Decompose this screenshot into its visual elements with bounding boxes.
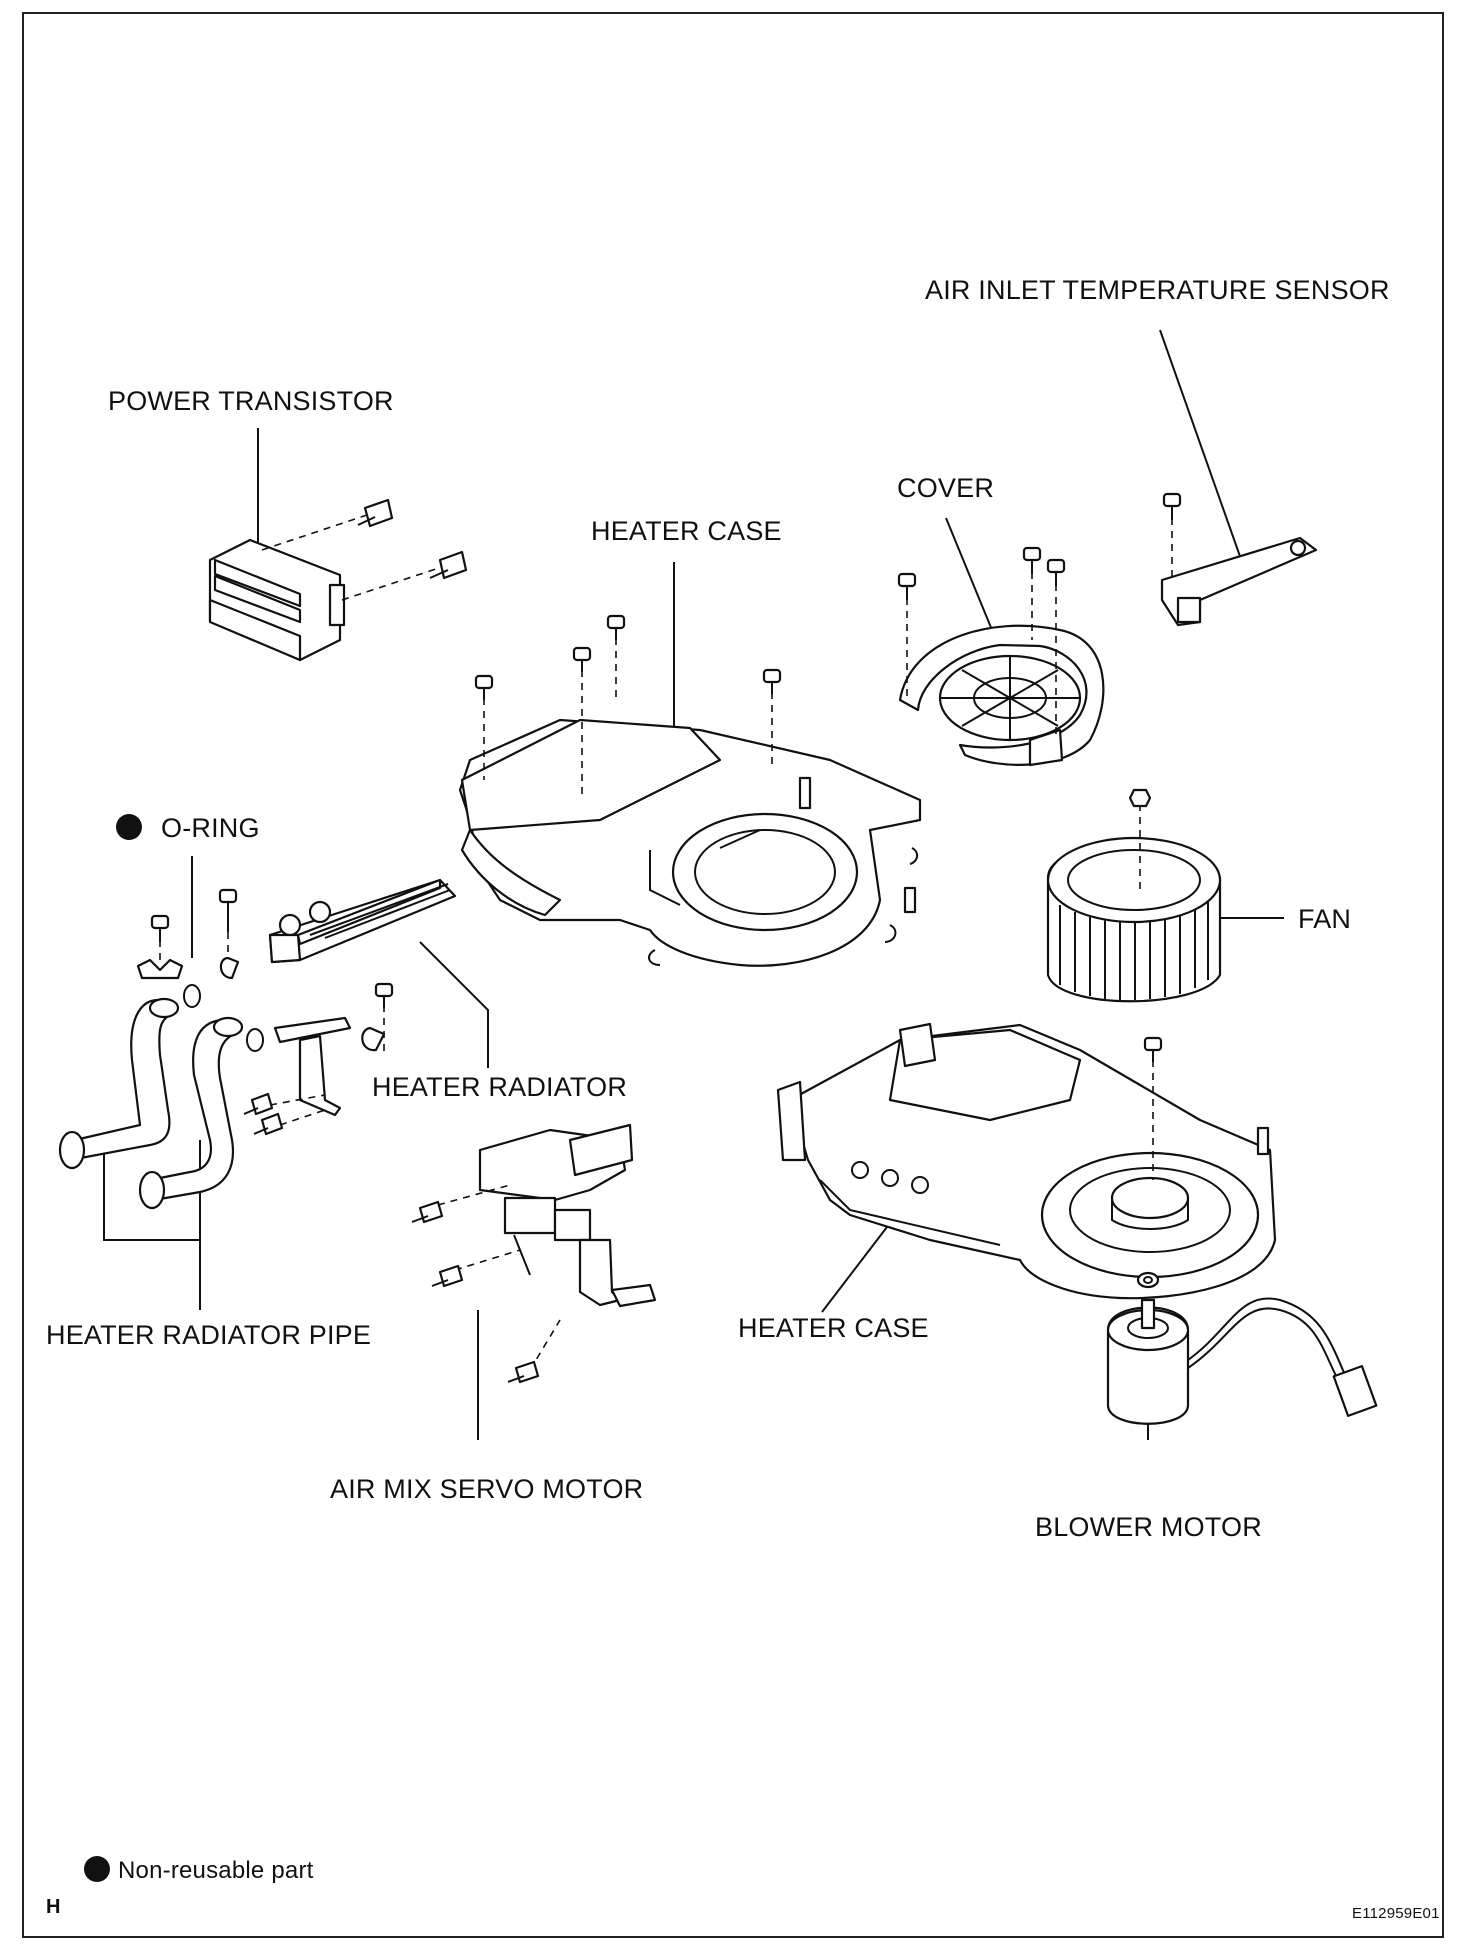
label-fan: FAN — [1298, 904, 1352, 934]
screw-icon — [429, 550, 468, 580]
screw-icon — [411, 1200, 444, 1224]
clip-icon — [648, 847, 918, 966]
screw-icon — [474, 674, 494, 700]
screw-icon — [374, 982, 394, 1008]
heater-radiator-pipe-part — [58, 997, 244, 1210]
label-cover: COVER — [897, 473, 995, 503]
label-heater-radiator: HEATER RADIATOR — [372, 1072, 628, 1102]
filled-circle-icon — [84, 1856, 110, 1882]
heater-radiator-part — [268, 878, 457, 1055]
radiator-bracket-part — [269, 1016, 352, 1126]
heater-case-lower-part — [776, 1022, 1277, 1300]
screw-icon — [1046, 558, 1066, 586]
washer-icon — [1136, 1271, 1160, 1289]
air-inlet-temperature-sensor-part — [1160, 518, 1318, 627]
pipe-clamp-icon — [136, 932, 386, 1052]
screw-icon — [431, 1264, 464, 1288]
diagram-frame — [22, 12, 1444, 1938]
label-heater-case-lower: HEATER CASE — [738, 1313, 929, 1343]
screw-icon — [762, 668, 782, 694]
nut-icon — [1128, 788, 1152, 808]
section-letter: H — [46, 1896, 61, 1918]
label-blower-motor: BLOWER MOTOR — [1035, 1512, 1262, 1542]
label-air-inlet-temperature-sensor: AIR INLET TEMPERATURE SENSOR — [925, 275, 1390, 305]
screw-icon — [606, 614, 626, 640]
screw-icon — [897, 572, 917, 600]
heater-case-upper-part — [458, 638, 922, 967]
screw-icon — [507, 1360, 540, 1384]
legend-non-reusable: Non-reusable part — [84, 1856, 314, 1885]
label-air-mix-servo-motor: AIR MIX SERVO MOTOR — [330, 1474, 644, 1504]
blower-motor-part — [1106, 1297, 1378, 1425]
air-mix-servo-motor-part — [437, 1123, 657, 1371]
figure-code: E112959E01 — [1352, 1905, 1440, 1922]
screw-icon — [357, 498, 394, 528]
cover-part — [898, 572, 1105, 767]
screw-icon — [1022, 546, 1042, 574]
screw-icon — [150, 914, 170, 942]
label-heater-case-upper: HEATER CASE — [591, 516, 782, 546]
label-heater-radiator-pipe: HEATER RADIATOR PIPE — [46, 1320, 372, 1350]
screw-icon — [1162, 492, 1182, 520]
screw-icon — [1143, 1036, 1163, 1062]
o-ring-icon — [183, 984, 264, 1052]
screw-icon — [218, 888, 238, 932]
screw-icon — [253, 1112, 284, 1136]
non-reusable-marker-icon — [116, 814, 142, 840]
fan-part — [1046, 804, 1222, 1003]
power-transistor-part — [208, 513, 446, 662]
legend-text: Non-reusable part — [118, 1857, 314, 1884]
screw-icon — [243, 1092, 274, 1116]
label-o-ring: O-RING — [161, 813, 260, 843]
label-power-transistor: POWER TRANSISTOR — [108, 386, 394, 416]
screw-icon — [572, 646, 592, 672]
